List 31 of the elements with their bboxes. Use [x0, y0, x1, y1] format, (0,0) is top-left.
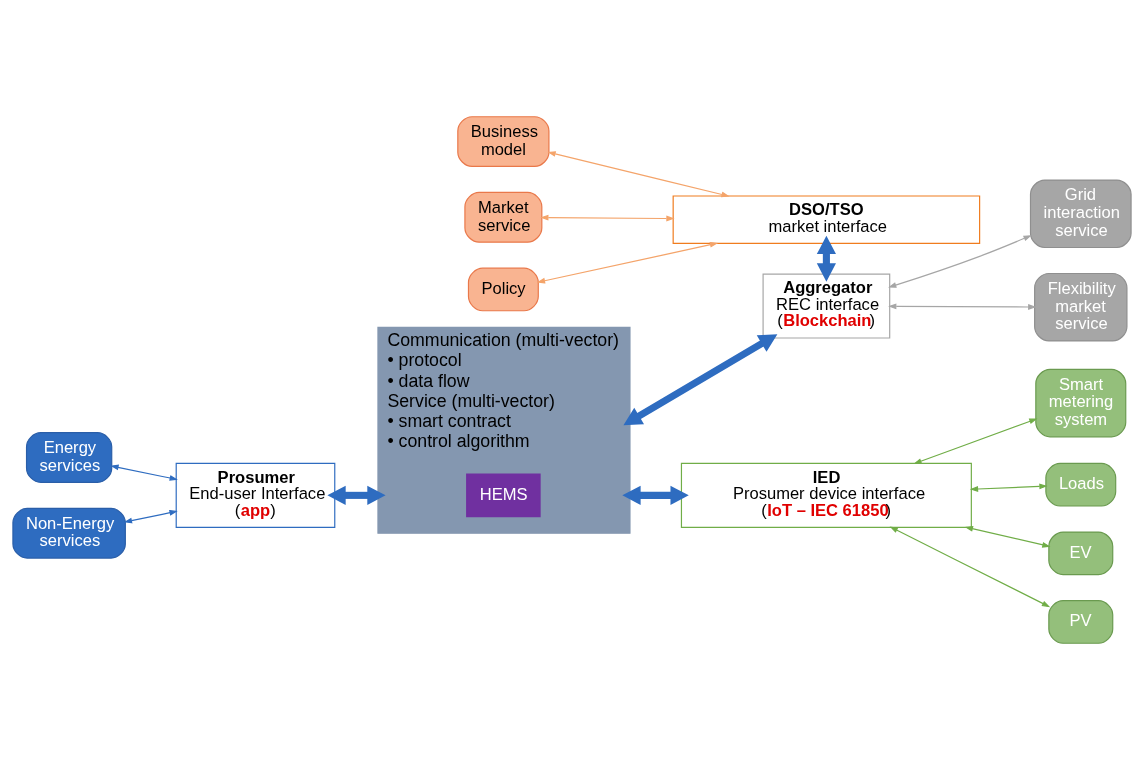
arrow: [623, 334, 778, 426]
arrow: [536, 241, 719, 284]
arrow: [964, 525, 1051, 548]
node-box: EV: [1048, 531, 1114, 576]
node-box: Business model: [457, 116, 550, 167]
arrow: [110, 464, 178, 481]
arrow: [123, 509, 178, 524]
arrow: [969, 483, 1048, 492]
arrow: [913, 418, 1038, 464]
arrow: [622, 485, 689, 505]
arrow: [540, 214, 675, 222]
node-box: Non-Energy services: [12, 507, 126, 559]
node-box: IED Prosumer device interface (IoT – IEC 61850): [680, 462, 972, 528]
arrow: [889, 526, 1051, 608]
arrow: [888, 303, 1037, 310]
node-box: Prosumer End-user Interface (app): [175, 462, 336, 528]
node-box: Policy: [467, 267, 539, 312]
node-box: Smart metering system: [1035, 368, 1127, 438]
arrow: [547, 151, 730, 198]
node-box: Flexibility market service: [1034, 272, 1128, 342]
arrow: [327, 485, 386, 505]
node-box: PV: [1048, 600, 1114, 644]
node-box: Grid interaction service: [1029, 179, 1132, 249]
node-box: Aggregator REC interface (Blockchain): [762, 273, 891, 339]
arrow: [888, 235, 1032, 288]
node-box: Energy services: [25, 432, 113, 483]
node-box: HEMS: [466, 473, 541, 518]
arrow: [816, 235, 836, 282]
node-box: Loads: [1045, 462, 1117, 507]
node-box: DSO/TSO market interface: [672, 195, 981, 244]
node-box: Market service: [464, 191, 543, 243]
